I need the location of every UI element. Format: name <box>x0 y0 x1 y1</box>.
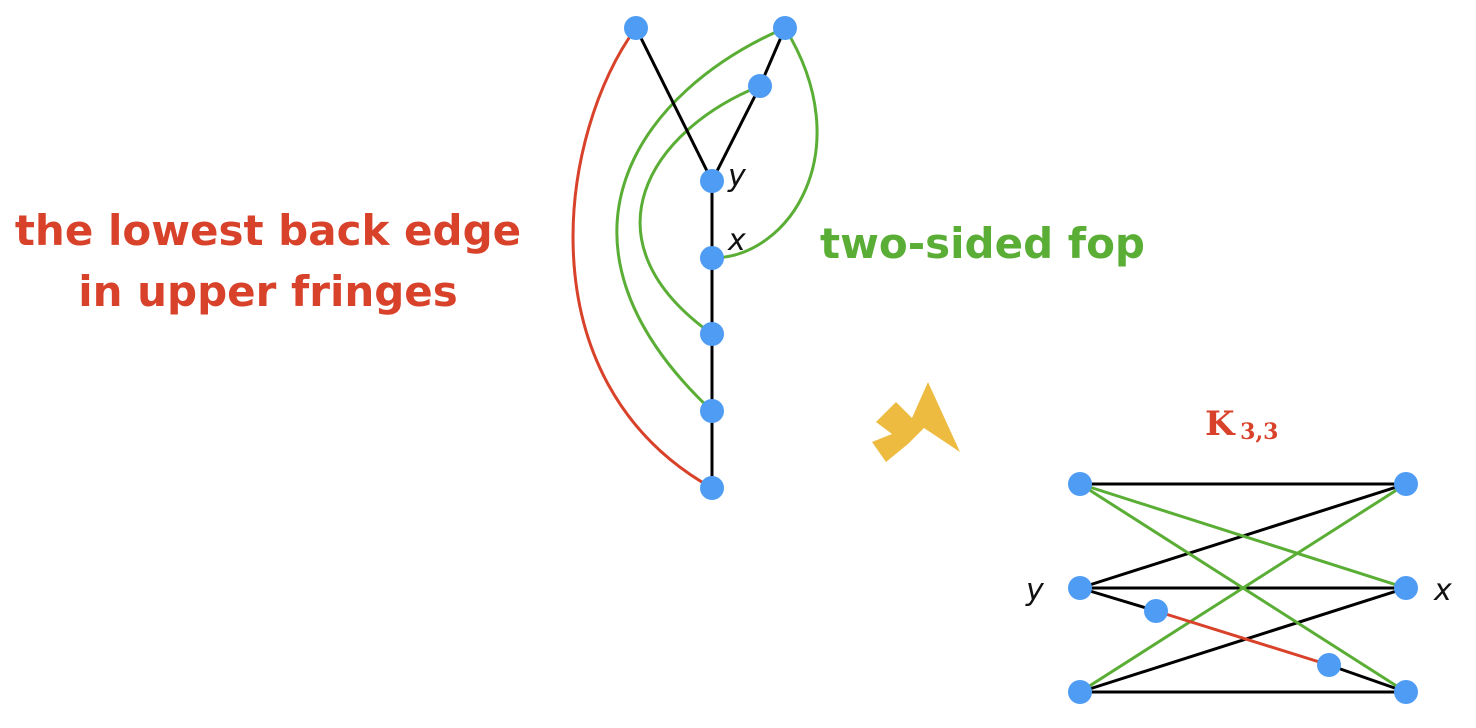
k33-node-y <box>1068 576 1092 600</box>
lowest-back-edge-caption-line1: the lowest back edge <box>15 206 521 255</box>
tree-edge <box>710 85 762 182</box>
k33-back-edge <box>1155 609 1330 667</box>
k33-subdivision-node <box>1144 599 1168 623</box>
k33-node <box>1394 472 1418 496</box>
k33-node <box>1068 472 1092 496</box>
tree-node <box>700 399 724 423</box>
k33-subdivision-node <box>1317 653 1341 677</box>
k33-title-main: K <box>1205 404 1236 444</box>
tree-label-y: y <box>727 159 747 194</box>
tree-graph: y x <box>571 16 819 500</box>
tree-node <box>700 322 724 346</box>
k33-edge <box>1328 663 1407 694</box>
k33-fop-edge <box>1079 482 1407 694</box>
fop-edge-mid-to-middle <box>638 84 761 336</box>
tree-node-x <box>700 246 724 270</box>
k33-edge <box>1079 586 1157 613</box>
k33-node <box>1394 680 1418 704</box>
tree-node <box>624 16 648 40</box>
k33-node-x <box>1394 576 1418 600</box>
tree-node <box>748 74 772 98</box>
lowest-back-edge-caption-line2: in upper fringes <box>78 267 458 316</box>
tree-node <box>773 16 797 40</box>
k33-fop-edge <box>1079 482 1407 590</box>
k33-label-y: y <box>1025 573 1045 608</box>
tree-node <box>700 476 724 500</box>
k33-label-x: x <box>1433 573 1452 608</box>
fop-edge-top-to-lower <box>615 26 786 413</box>
k33-graph: y x <box>1025 472 1452 704</box>
k33-title-subscript: 3,3 <box>1240 419 1278 445</box>
k33-title: K 3,3 <box>1205 404 1278 445</box>
k33-edge <box>1079 586 1407 694</box>
transform-arrow <box>872 382 960 462</box>
k33-node <box>1068 680 1092 704</box>
fop-edge-outer-loop <box>711 27 819 260</box>
lowest-back-edge <box>571 27 713 490</box>
tree-label-x: x <box>727 223 746 258</box>
tree-edge <box>634 27 714 182</box>
two-sided-fop-caption: two-sided fop <box>820 219 1145 268</box>
tree-node-y <box>700 169 724 193</box>
